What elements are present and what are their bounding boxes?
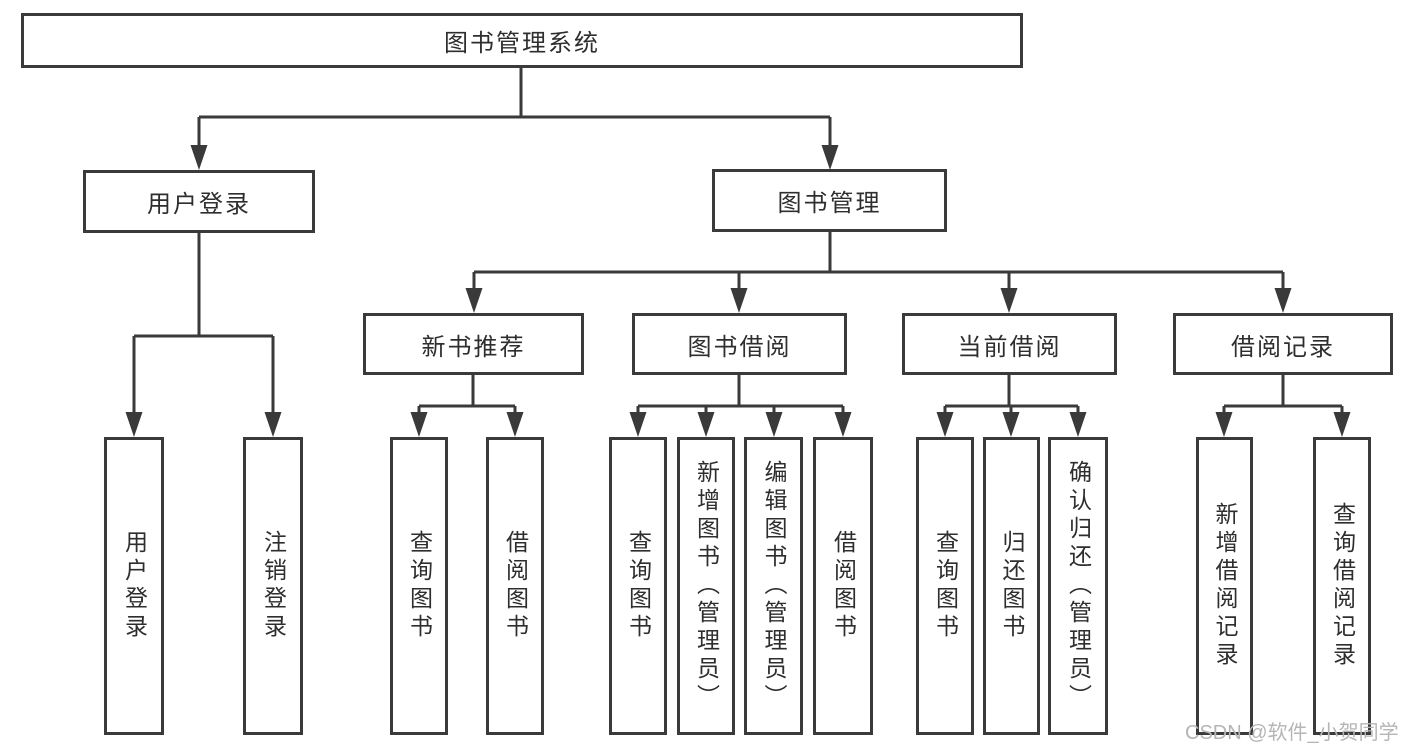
arrow-down-icon [125,412,143,437]
arrowheads [125,145,1351,437]
node-book-borrow: 图书借阅 [632,313,847,375]
arrow-down-icon [1002,412,1020,437]
node-root-label: 图书管理系统 [444,30,600,57]
leaf-borrow-add-admin: 新增图书（管理员） [677,437,735,735]
leaf-newbooks-query: 查询图书 [390,437,448,735]
leaf-borrow-edit-admin-label: 编辑图书（管理员） [761,460,787,712]
leaf-borrow-edit-admin: 编辑图书（管理员） [744,437,803,735]
leaf-logout-label: 注销登录 [260,530,287,642]
arrow-down-icon [1069,412,1087,437]
leaf-current-confirm-admin: 确认归还（管理员） [1048,437,1108,735]
leaf-current-return: 归还图书 [983,437,1040,735]
leaf-user-login-label: 用户登录 [121,530,148,642]
arrow-down-icon [1215,412,1233,437]
arrow-down-icon [834,412,852,437]
leaf-newbooks-borrow: 借阅图书 [486,437,544,735]
arrow-down-icon [410,412,428,437]
arrow-down-icon [730,288,748,313]
node-book-management-label: 图书管理 [777,190,882,217]
node-book-management: 图书管理 [712,169,947,232]
arrow-down-icon [765,412,783,437]
leaf-records-query-label: 查询借阅记录 [1329,502,1356,670]
leaf-current-confirm-admin-label: 确认归还（管理员） [1065,460,1092,712]
arrow-down-icon [697,412,715,437]
arrow-down-icon [821,145,839,170]
leaf-records-query: 查询借阅记录 [1313,437,1371,735]
node-new-book-recommend-label: 新书推荐 [421,333,526,361]
arrow-down-icon [1000,288,1018,313]
node-user-login-label: 用户登录 [147,191,251,218]
leaf-current-return-label: 归还图书 [999,530,1025,642]
arrow-down-icon [465,288,483,313]
leaf-logout: 注销登录 [243,437,303,735]
leaf-borrow-query: 查询图书 [609,437,667,735]
node-borrow-records: 借阅记录 [1173,313,1393,375]
arrow-down-icon [264,412,282,437]
arrow-down-icon [190,145,208,170]
leaf-newbooks-query-label: 查询图书 [406,530,433,642]
arrow-down-icon [936,412,954,437]
leaf-borrow-borrow-label: 借阅图书 [830,530,857,642]
node-current-borrow: 当前借阅 [902,313,1117,375]
watermark: CSDN @软件_小贺同学 [1185,722,1399,744]
leaf-newbooks-borrow-label: 借阅图书 [502,530,529,642]
node-book-borrow-label: 图书借阅 [687,333,792,361]
leaf-borrow-query-label: 查询图书 [625,530,652,642]
leaf-records-add: 新增借阅记录 [1196,437,1253,735]
arrow-down-icon [1274,288,1292,313]
node-new-book-recommend: 新书推荐 [363,313,584,375]
leaf-current-query-label: 查询图书 [932,530,959,642]
node-current-borrow-label: 当前借阅 [957,333,1062,361]
node-root: 图书管理系统 [21,13,1023,68]
leaf-user-login: 用户登录 [104,437,164,735]
arrow-down-icon [1333,412,1351,437]
leaf-borrow-add-admin-label: 新增图书（管理员） [693,460,720,712]
node-user-login: 用户登录 [83,170,315,233]
leaf-current-query: 查询图书 [916,437,974,735]
leaf-borrow-borrow: 借阅图书 [813,437,873,735]
node-borrow-records-label: 借阅记录 [1231,333,1335,361]
arrow-down-icon [506,412,524,437]
leaf-records-add-label: 新增借阅记录 [1212,502,1238,670]
arrow-down-icon [629,412,647,437]
